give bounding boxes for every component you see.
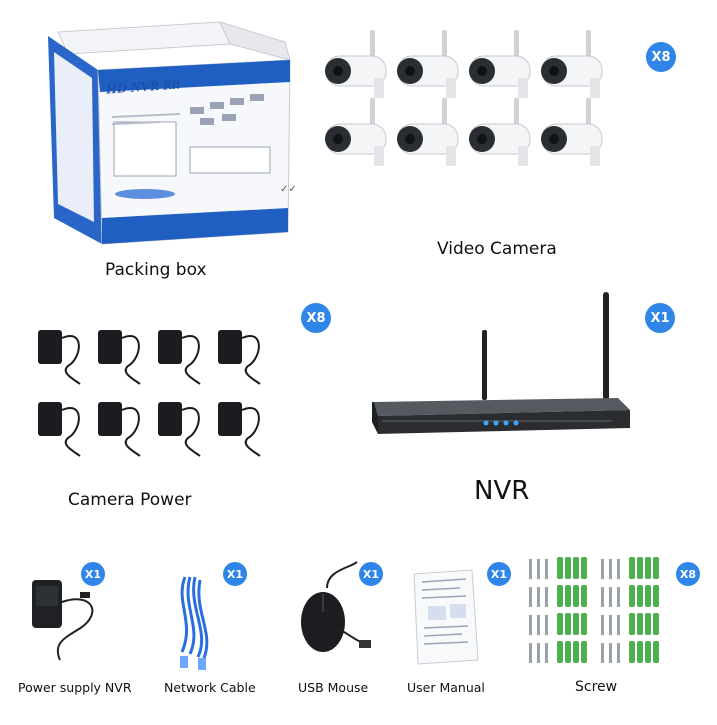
screw	[609, 643, 612, 663]
wall-anchor	[557, 557, 563, 579]
screw	[617, 587, 620, 607]
wall-anchor	[565, 641, 571, 663]
wall-anchor	[645, 613, 651, 635]
wall-anchor	[573, 585, 579, 607]
camera-unit	[541, 30, 603, 98]
camera-power-adapters-image	[38, 330, 261, 457]
screw	[601, 559, 604, 579]
wall-anchor	[653, 613, 659, 635]
screw	[529, 615, 532, 635]
camera-power-adapter	[38, 330, 81, 385]
wall-anchor	[645, 557, 651, 579]
wall-anchor	[637, 557, 643, 579]
wall-anchor	[637, 585, 643, 607]
wall-anchor	[629, 585, 635, 607]
screw	[545, 559, 548, 579]
user-manual-qty-badge: X1	[487, 562, 511, 586]
screw	[609, 587, 612, 607]
screw-qty-badge: X8	[676, 562, 700, 586]
camera-unit	[397, 30, 459, 98]
screw	[529, 559, 532, 579]
camera-power-adapter	[158, 402, 201, 457]
screw	[545, 615, 548, 635]
wall-anchor	[565, 613, 571, 635]
camera-power-adapter	[218, 330, 261, 385]
screw	[537, 643, 540, 663]
user-manual-label: User Manual	[407, 680, 485, 695]
camera-unit	[541, 98, 603, 166]
camera-unit	[469, 30, 531, 98]
camera-power-adapter	[98, 402, 141, 457]
wall-anchor	[573, 641, 579, 663]
wall-anchor	[581, 557, 587, 579]
screw	[537, 587, 540, 607]
wall-anchor	[653, 557, 659, 579]
wall-anchor	[653, 641, 659, 663]
camera-power-adapter	[38, 402, 81, 457]
screw	[537, 615, 540, 635]
wall-anchor	[573, 613, 579, 635]
usb-mouse-label: USB Mouse	[298, 680, 369, 695]
screw	[617, 643, 620, 663]
screw-label: Screw	[575, 679, 618, 695]
nvr-qty-badge: X1	[645, 303, 675, 333]
camera-power-adapter	[218, 402, 261, 457]
screw	[617, 559, 620, 579]
nvr-label: NVR	[474, 476, 530, 506]
packing-box-image: ✓✓	[48, 21, 297, 245]
user-manual-image	[413, 569, 479, 665]
wall-anchor	[653, 585, 659, 607]
wall-anchor	[645, 641, 651, 663]
wall-anchor	[629, 641, 635, 663]
screw	[601, 587, 604, 607]
screw-pack-image	[529, 557, 659, 663]
screw	[529, 643, 532, 663]
video-camera-image	[325, 30, 603, 166]
network-cable-image	[180, 576, 209, 670]
wall-anchor	[645, 585, 651, 607]
screw	[617, 615, 620, 635]
power-supply-nvr-qty-badge: X1	[81, 562, 105, 586]
wall-anchor	[637, 613, 643, 635]
video-camera-qty-badge: X8	[646, 42, 676, 72]
video-camera-label: Video Camera	[437, 239, 557, 259]
wall-anchor	[581, 641, 587, 663]
wall-anchor	[581, 585, 587, 607]
camera-unit	[325, 98, 387, 166]
screw	[545, 587, 548, 607]
screw	[601, 643, 604, 663]
wall-anchor	[565, 557, 571, 579]
wall-anchor	[565, 585, 571, 607]
wall-anchor	[557, 641, 563, 663]
camera-power-adapter	[158, 330, 201, 385]
screw	[545, 643, 548, 663]
wall-anchor	[629, 613, 635, 635]
packing-box-label: Packing box	[105, 260, 207, 280]
nvr-recorder-image	[372, 292, 630, 434]
camera-power-label: Camera Power	[68, 490, 192, 510]
screw	[537, 559, 540, 579]
wall-anchor	[573, 557, 579, 579]
wall-anchor	[629, 557, 635, 579]
network-cable-qty-badge: X1	[223, 562, 247, 586]
camera-unit	[325, 30, 387, 98]
usb-mouse-image	[301, 561, 371, 652]
nvr-power-supply-image	[32, 580, 94, 661]
screw	[609, 615, 612, 635]
wall-anchor	[557, 585, 563, 607]
screw	[601, 615, 604, 635]
camera-unit	[469, 98, 531, 166]
screw	[529, 587, 532, 607]
usb-mouse-qty-badge: X1	[359, 562, 383, 586]
wall-anchor	[557, 613, 563, 635]
network-cable-label: Network Cable	[164, 680, 256, 695]
power-supply-nvr-label: Power supply NVR	[18, 680, 132, 695]
camera-power-qty-badge: X8	[301, 303, 331, 333]
camera-unit	[397, 98, 459, 166]
wall-anchor	[581, 613, 587, 635]
camera-power-adapter	[98, 330, 141, 385]
wall-anchor	[637, 641, 643, 663]
svg-text:✓✓: ✓✓	[280, 184, 297, 195]
screw	[609, 559, 612, 579]
